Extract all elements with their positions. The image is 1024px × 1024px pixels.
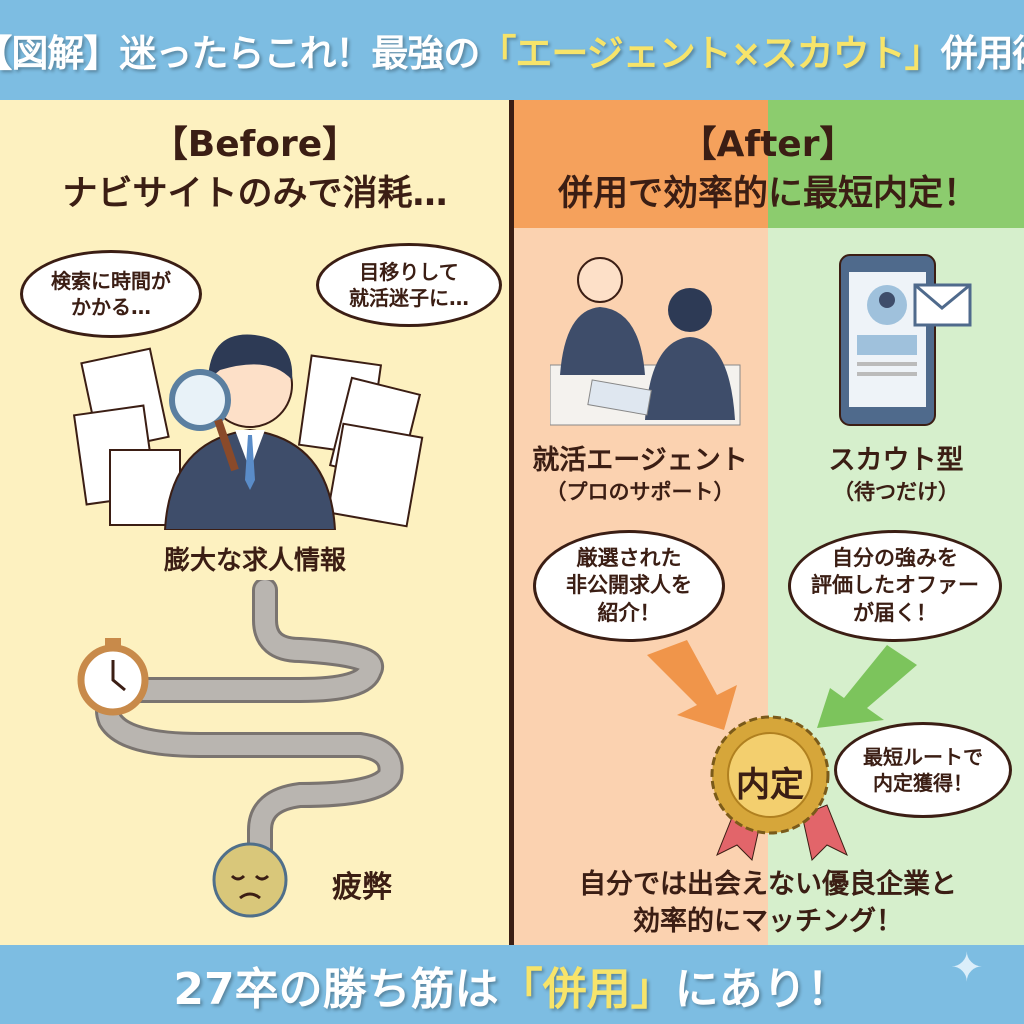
conclusion-text: 自分では出会えない優良企業と効率的にマッチング！ bbox=[579, 869, 957, 937]
scout-subtitle: （待つだけ） bbox=[833, 480, 959, 504]
page-title: 【図解】迷ったらこれ！最強の「エージェント×スカウト」併用術 bbox=[0, 23, 1024, 77]
speech-bubble-medal: 最短ルートで内定獲得！ bbox=[834, 722, 1012, 818]
overwhelmed-student-illustration bbox=[72, 334, 424, 530]
title-prefix: 【図解】迷ったらこれ！最強の bbox=[0, 32, 480, 75]
smartphone-scout-icon bbox=[839, 254, 972, 426]
medal-label: 内定 bbox=[736, 765, 804, 805]
sparkle-icon: ✦ bbox=[950, 945, 984, 991]
winding-path-illustration bbox=[77, 580, 404, 860]
agent-subtitle: （プロのサポート） bbox=[545, 480, 735, 504]
after-subtitle: 併用で効率的に最短内定！ bbox=[557, 174, 978, 214]
scout-arrow-icon bbox=[817, 645, 917, 728]
exhausted-label: 疲弊 bbox=[332, 870, 392, 905]
divider bbox=[509, 100, 514, 945]
before-subtitle: ナビサイトのみで消耗… bbox=[62, 174, 448, 214]
title-highlight: 「エージェント×スカウト」 bbox=[479, 32, 941, 75]
before-caption: 膨大な求人情報 bbox=[163, 546, 346, 576]
header-banner: 【図解】迷ったらこれ！最強の「エージェント×スカウト」併用術 bbox=[0, 0, 1024, 100]
magnifier-icon bbox=[169, 369, 231, 431]
after-label: 【After】 bbox=[680, 124, 856, 165]
agent-handshake-illustration bbox=[550, 257, 741, 426]
scout-title: スカウト型 bbox=[828, 445, 964, 476]
agent-title: 就活エージェント bbox=[532, 445, 748, 476]
tired-face-icon bbox=[212, 842, 288, 918]
before-label: 【Before】 bbox=[151, 124, 359, 165]
agent-arrow-icon bbox=[647, 640, 737, 730]
speech-bubble-lost: 目移りして就活迷子に… bbox=[316, 243, 502, 327]
scout-header-bg bbox=[768, 100, 1024, 228]
speech-bubble-agent: 厳選された非公開求人を紹介！ bbox=[533, 530, 725, 642]
title-suffix: 併用術 bbox=[940, 32, 1024, 75]
footer-banner: 27卒の勝ち筋は「併用」にあり！ bbox=[0, 945, 1024, 1024]
medal-area bbox=[647, 640, 917, 861]
agent-header-bg bbox=[512, 100, 768, 228]
footer-title: 27卒の勝ち筋は「併用」にあり！ bbox=[173, 963, 851, 1015]
job-document-icon bbox=[326, 422, 424, 528]
stopwatch-icon bbox=[77, 638, 149, 716]
speech-bubble-search-time: 検索に時間がかかる… bbox=[20, 250, 202, 338]
speech-bubble-scout: 自分の強みを評価したオファーが届く！ bbox=[788, 530, 1002, 642]
mail-icon bbox=[913, 283, 972, 327]
